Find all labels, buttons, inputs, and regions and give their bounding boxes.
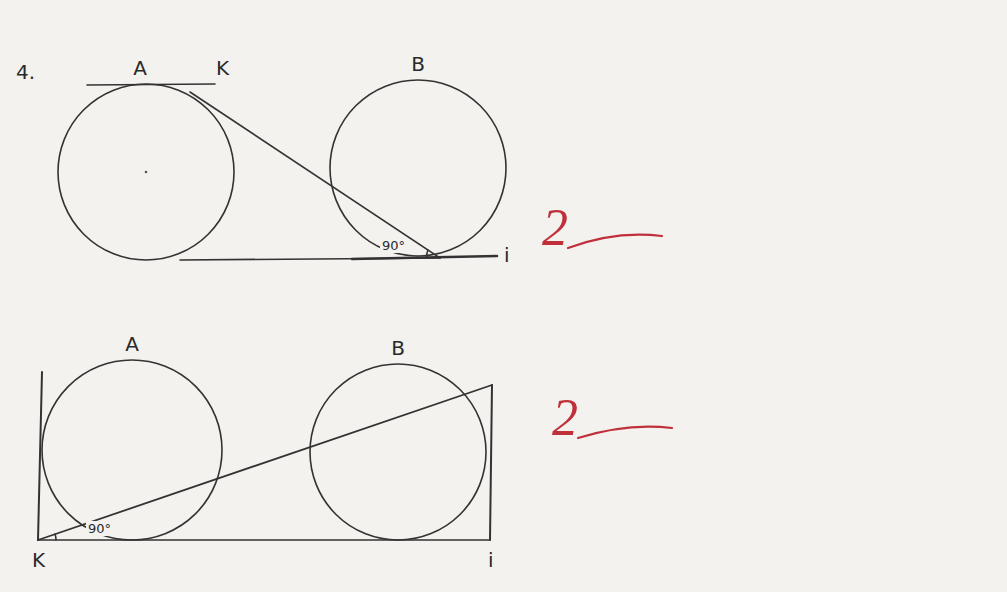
point-label: K (214, 56, 231, 80)
grade-mark: 2 (550, 390, 580, 446)
angle-label: 90° (380, 238, 407, 253)
circle: B (330, 80, 506, 256)
circle-outline (330, 80, 506, 256)
circle-outline (308, 362, 488, 542)
point-label: i (486, 548, 496, 572)
problem-number: 4. (14, 60, 37, 84)
point-label: i (502, 243, 512, 267)
circle-outline (40, 358, 224, 542)
circle: A (42, 360, 222, 540)
grade-mark-stroke (568, 235, 662, 249)
circle-label: A (52, 56, 228, 80)
circle-label: B (330, 52, 506, 76)
angle-arc (427, 250, 428, 258)
circle-outline (58, 84, 234, 260)
grade-mark: 2 (540, 200, 570, 256)
circle-label: A (42, 332, 222, 356)
circle-outline (42, 360, 222, 540)
grade-mark-stroke (578, 426, 672, 438)
circle-outline (310, 364, 486, 540)
circle: A (58, 84, 234, 260)
tangent-line (490, 385, 492, 540)
circle-outline (328, 78, 508, 258)
tangent-line (190, 92, 440, 258)
tangent-line (38, 539, 490, 541)
secant-line (38, 385, 492, 540)
angle-label: 90° (86, 521, 113, 536)
circle-label: B (310, 336, 486, 360)
circle: B (310, 364, 486, 540)
angle-arc (55, 534, 56, 540)
point-label: K (30, 548, 47, 572)
center-point (145, 171, 148, 174)
circle-outline (56, 82, 236, 262)
